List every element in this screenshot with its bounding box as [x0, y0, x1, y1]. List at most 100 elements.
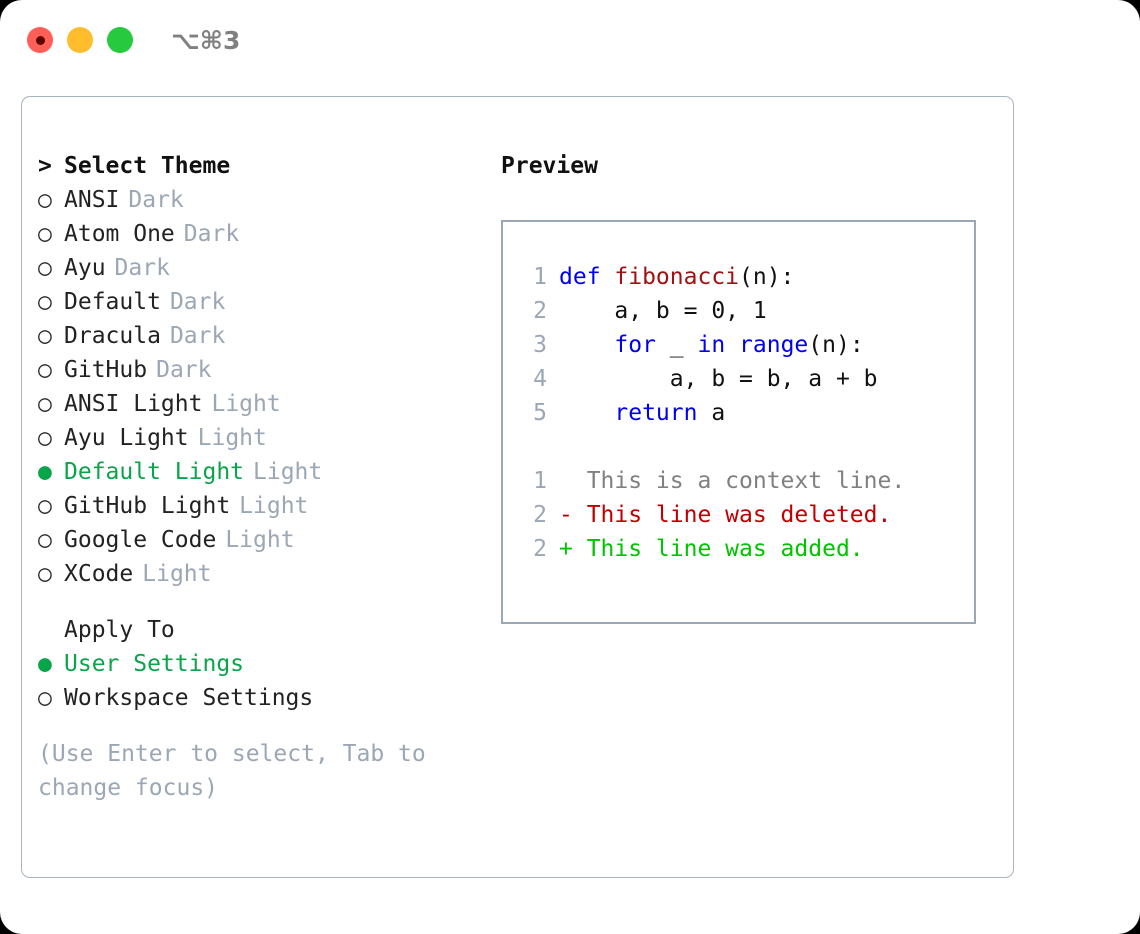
theme-list-item[interactable]: ○ Ayu Dark: [38, 251, 468, 285]
code-line: 3 for _ in range(n):: [517, 328, 905, 362]
shortcut-hint: ⌥⌘3: [171, 25, 241, 55]
theme-item-label: ANSI Light: [64, 391, 203, 417]
line-text: a, b = 0, 1: [559, 294, 766, 328]
radio-unselected-icon: ○: [38, 357, 52, 383]
code-token: This is a context line.: [559, 468, 906, 494]
line-number: 3: [533, 332, 547, 358]
line-text: + This line was added.: [559, 532, 864, 566]
line-number: 2: [533, 298, 547, 324]
code-blank-line: [517, 430, 905, 464]
code-token: a, b = b, a + b: [559, 366, 878, 392]
theme-item-label: ANSI: [64, 187, 120, 213]
code-token: + This line was added.: [559, 536, 864, 562]
line-number: 4: [533, 366, 547, 392]
diff-line: 2 + This line was added.: [517, 532, 905, 566]
code-line: 4 a, b = b, a + b: [517, 362, 905, 396]
line-text: return a: [559, 396, 725, 430]
preview-title: Preview: [501, 153, 598, 179]
apply-to-list: ●User Settings ○ Workspace Settings: [38, 647, 468, 715]
line-number: 5: [533, 400, 547, 426]
theme-item-label: Ayu Light: [64, 425, 189, 451]
theme-item-label: Dracula: [64, 323, 161, 349]
code-token: range: [739, 332, 809, 358]
maximize-button[interactable]: [107, 27, 133, 53]
theme-item-tag: Dark: [183, 221, 240, 247]
theme-item-label: GitHub Light: [64, 493, 231, 519]
theme-item-label: Ayu: [64, 255, 106, 281]
line-text: This is a context line.: [559, 464, 906, 498]
radio-selected-icon: ●: [38, 459, 52, 485]
theme-item-label: Default Light: [64, 459, 245, 485]
diff-line: 2 - This line was deleted.: [517, 498, 905, 532]
theme-list-item[interactable]: ○ Atom One Dark: [38, 217, 468, 251]
theme-item-tag: Dark: [156, 357, 212, 383]
code-token: [559, 400, 614, 426]
code-token: in: [697, 332, 726, 358]
radio-unselected-icon: ○: [38, 685, 52, 711]
code-token: - This line was deleted.: [559, 502, 892, 528]
radio-unselected-icon: ○: [38, 255, 52, 281]
theme-item-tag: Dark: [169, 323, 226, 349]
line-text: - This line was deleted.: [559, 498, 891, 532]
theme-list-item[interactable]: ○ Ayu Light Light: [38, 421, 468, 455]
theme-item-tag: Light: [211, 391, 281, 417]
theme-item-label: Default: [64, 289, 161, 315]
line-number: 1: [533, 468, 547, 494]
radio-unselected-icon: ○: [38, 561, 52, 587]
theme-item-label: Google Code: [64, 527, 217, 553]
theme-item-tag: Dark: [114, 255, 170, 281]
theme-item-tag: Light: [142, 561, 212, 587]
code-token: (n):: [739, 264, 795, 290]
code-token: [559, 332, 614, 358]
line-text: a, b = b, a + b: [559, 362, 878, 396]
code-token: fibonacci: [614, 264, 740, 290]
line-text: for _ in range(n):: [559, 328, 863, 362]
theme-item-label: Atom One: [64, 221, 175, 247]
code-line: 1 def fibonacci(n):: [517, 260, 905, 294]
line-number: 2: [533, 536, 547, 562]
radio-unselected-icon: ○: [38, 391, 52, 417]
window-titlebar: ⌥⌘3: [0, 0, 1140, 80]
apply-to-title: Apply To: [64, 617, 175, 643]
line-number: 1: [533, 264, 547, 290]
keyboard-hint: (Use Enter to select, Tab to change focu…: [38, 741, 440, 801]
radio-unselected-icon: ○: [38, 187, 52, 213]
theme-list-header: >Select Theme: [38, 149, 468, 183]
apply-to-item[interactable]: ○ Workspace Settings: [38, 681, 468, 715]
theme-list-header-label: Select Theme: [64, 153, 231, 179]
theme-list-item[interactable]: ○ Dracula Dark: [38, 319, 468, 353]
code-token: def: [559, 264, 615, 290]
radio-unselected-icon: ○: [38, 221, 52, 247]
apply-to-item[interactable]: ●User Settings: [38, 647, 468, 681]
close-button[interactable]: [27, 27, 53, 53]
radio-unselected-icon: ○: [38, 323, 52, 349]
radio-unselected-icon: ○: [38, 527, 52, 553]
apply-to-item-label: Workspace Settings: [64, 685, 314, 711]
code-token: for: [614, 332, 656, 358]
radio-unselected-icon: ○: [38, 425, 52, 451]
theme-list-item[interactable]: ○ ANSI Light Light: [38, 387, 468, 421]
close-icon: [35, 35, 45, 45]
theme-item-tag: Light: [239, 493, 309, 519]
code-line: 5 return a: [517, 396, 905, 430]
radio-selected-icon: ●: [38, 651, 52, 677]
theme-item-tag: Light: [197, 425, 267, 451]
code-token: a: [697, 400, 726, 426]
diff-line: 1 This is a context line.: [517, 464, 905, 498]
code-token: return: [614, 400, 698, 426]
code-line: 2 a, b = 0, 1: [517, 294, 905, 328]
minimize-button[interactable]: [67, 27, 93, 53]
line-number: 2: [533, 502, 547, 528]
